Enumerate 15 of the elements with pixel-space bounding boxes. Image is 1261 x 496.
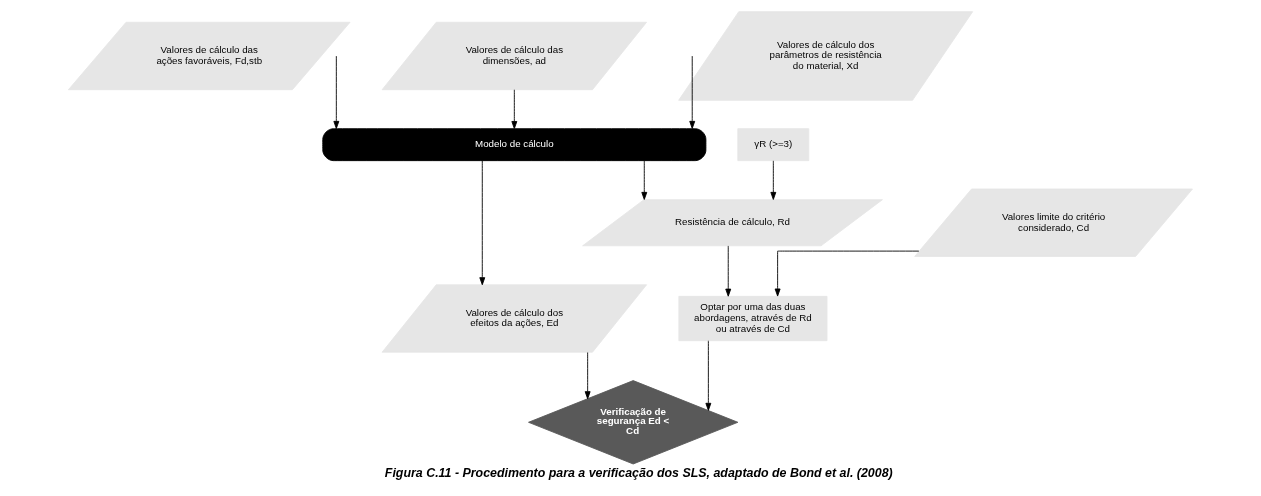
arrow bbox=[511, 89, 518, 129]
arrow bbox=[641, 160, 648, 200]
arrow bbox=[689, 55, 696, 129]
caption: Figura C.11 - Procedimento para a verificação dos SLS, adaptado de Bond et al. (2008) bbox=[384, 465, 893, 480]
node-box: Modelo de cálculo bbox=[322, 128, 707, 162]
node-box: Optar por uma das duas abordagens, através de Rd ou através de Cd bbox=[678, 295, 828, 342]
arrow bbox=[774, 250, 920, 297]
arrow bbox=[705, 340, 712, 411]
arrow bbox=[333, 55, 340, 129]
arrow bbox=[479, 160, 486, 286]
node-diamond: Verificação de segurança Ed < Cd bbox=[528, 380, 739, 465]
arrow bbox=[770, 160, 777, 200]
node-box: γR (>=3) bbox=[737, 128, 810, 162]
arrow bbox=[725, 245, 732, 297]
arrow bbox=[584, 352, 591, 400]
